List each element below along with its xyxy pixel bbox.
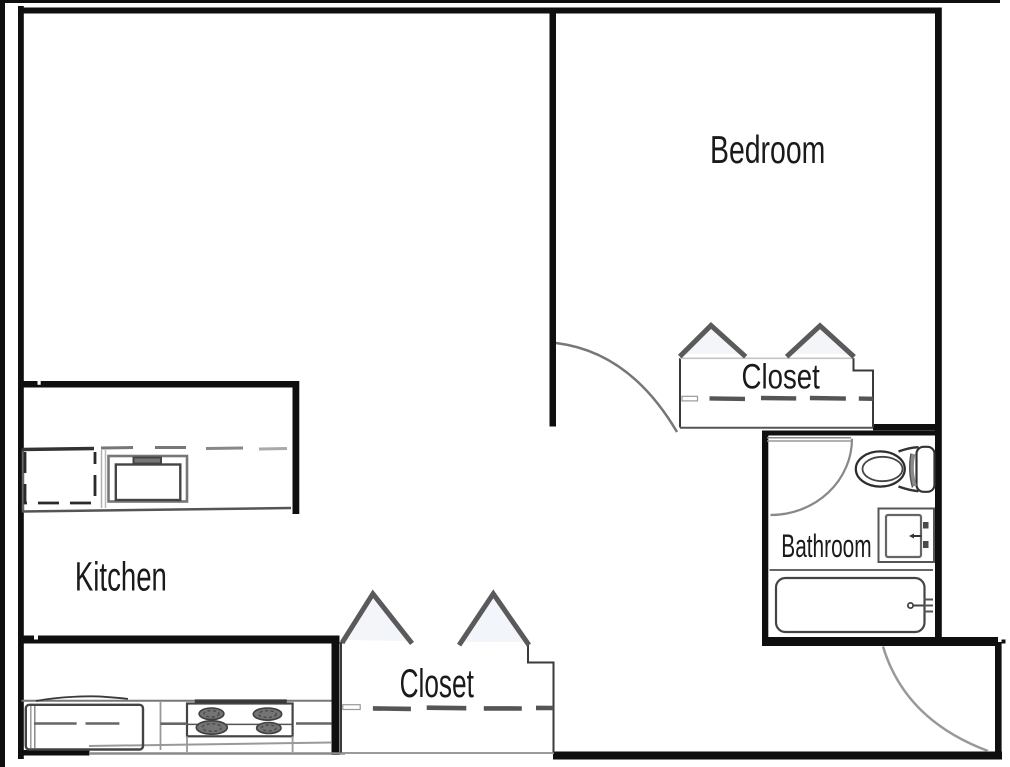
svg-text:Bathroom: Bathroom [781, 527, 871, 564]
svg-text:Closet: Closet [742, 358, 821, 397]
svg-text:Bedroom: Bedroom [710, 128, 825, 172]
svg-text:Closet: Closet [400, 662, 474, 706]
svg-text:Kitchen: Kitchen [75, 553, 167, 599]
